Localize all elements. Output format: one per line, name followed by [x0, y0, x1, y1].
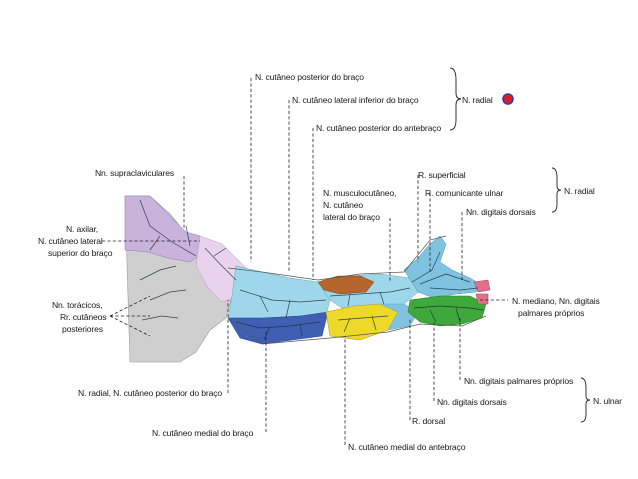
hand-ulnar-region [407, 295, 487, 327]
label-cutaneo-posterior-antebraco: N. cutâneo posterior do antebraço [316, 123, 441, 133]
arm-outline [227, 235, 487, 345]
label-musculocutaneo-3: lateral do braço [323, 212, 380, 222]
label-digitais-palmares-proprios: Nn. digitais palmares próprios [464, 376, 573, 386]
medial-arm-region [227, 311, 329, 345]
label-r-superficial: R. superficial [418, 170, 466, 180]
label-toracicos-3: posteriores [62, 324, 103, 334]
label-toracicos-1: Nn. torácicos, [52, 300, 102, 310]
nerve-branches [139, 199, 485, 341]
ulnar-brace [580, 377, 591, 423]
label-radial-cutaneo-posterior: N. radial, N. cutâneo posterior do braço [78, 388, 222, 398]
label-n-ulnar: N. ulnar [593, 396, 622, 406]
label-digitais-dorsais-bottom: Nn. digitais dorsais [437, 397, 507, 407]
label-cutaneo-posterior-braco: N. cutâneo posterior do braço [255, 72, 364, 82]
fingertip-region-2 [475, 293, 489, 305]
label-toracicos-2: Rr. cutâneos [60, 312, 106, 322]
leader-lines [102, 78, 508, 445]
label-musculocutaneo-1: N. musculocutâneo, [323, 188, 396, 198]
label-cutaneo-medial-antebraco: N. cutâneo medial do antebraço [348, 442, 466, 452]
label-digitais-dorsais-top: Nn. digitais dorsais [466, 207, 536, 217]
label-r-comunicante-ulnar: R. comunicante ulnar [425, 188, 503, 198]
label-mediano-1: N. mediano, Nn. digitais [512, 296, 600, 306]
label-axilar-3: superior do braço [48, 248, 113, 258]
radial-brace-hand [551, 167, 562, 213]
label-n-radial-top: N. radial [462, 95, 493, 105]
musculocutaneous-region [317, 275, 375, 295]
fingertip-region-1 [473, 279, 491, 293]
label-n-radial-hand: N. radial [564, 186, 595, 196]
label-r-dorsal: R. dorsal [412, 416, 445, 426]
label-cutaneo-lateral-inferior: N. cutâneo lateral inferior do braço [292, 95, 419, 105]
label-mediano-2: palmares próprios [518, 308, 584, 318]
label-cutaneo-medial-braco: N. cutâneo medial do braço [152, 428, 254, 438]
label-axilar-1: N. axilar, [66, 224, 98, 234]
label-axilar-2: N. cutâneo lateral [38, 236, 103, 246]
red-dot-marker [502, 93, 514, 105]
label-supraclaviculares: Nn. supraclaviculares [95, 168, 174, 178]
radial-brace-top [449, 67, 462, 131]
label-musculocutaneo-2: N. cutâneo [323, 200, 363, 210]
